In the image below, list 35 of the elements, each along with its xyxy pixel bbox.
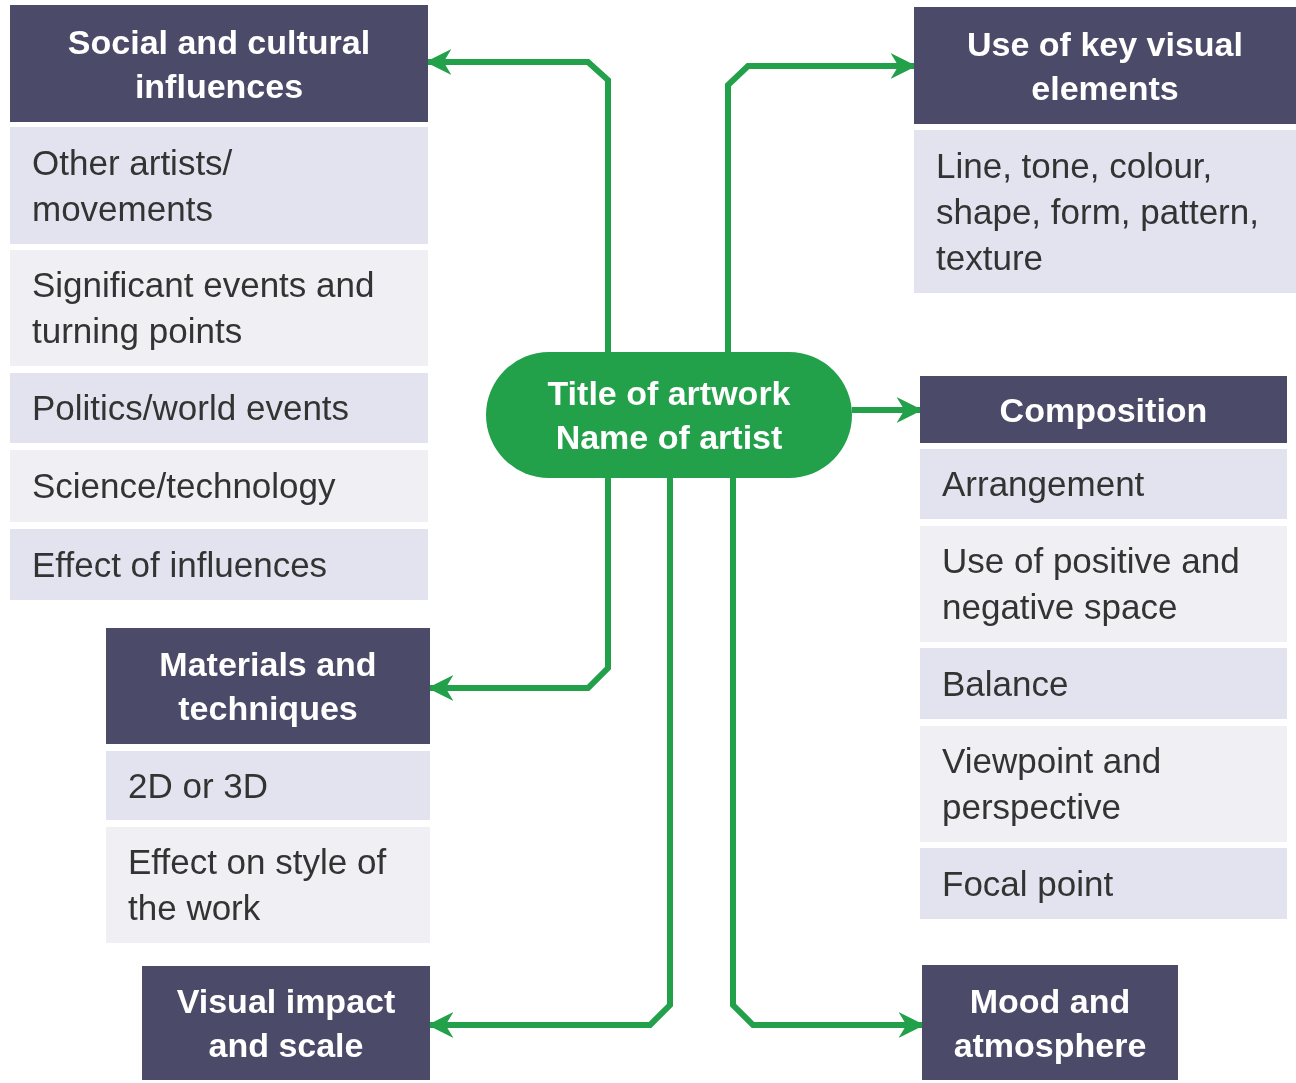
topic-box: [920, 848, 1287, 919]
topic-box: [10, 127, 428, 244]
topic-text: Balance: [942, 662, 1070, 705]
topic-text: 2D or 3D: [128, 764, 270, 807]
topic-text: Other artists/ movements: [32, 141, 234, 230]
topic-box: [920, 648, 1287, 719]
topic-box: [10, 373, 428, 443]
topic-text: Effect of influences: [32, 543, 329, 586]
topic-text: Use of positive and negative space: [942, 540, 1241, 628]
topic-text: Politics/world events: [32, 387, 351, 429]
heading-text: Use of key visual elements: [966, 23, 1244, 109]
heading-text: Social and cultural influences: [66, 21, 372, 107]
topic-text: Focal point: [942, 862, 1115, 905]
heading-box: [106, 628, 430, 744]
topic-text: Arrangement: [942, 463, 1146, 505]
heading-text: Visual impact and scale: [175, 981, 397, 1066]
heading-box: [920, 376, 1287, 443]
topic-text: Viewpoint and perspective: [942, 740, 1163, 828]
heading-box: [914, 7, 1296, 124]
title-text: Name of artist: [555, 417, 783, 458]
heading-box: [10, 5, 428, 122]
topic-box: [920, 449, 1287, 519]
topic-text: Line, tone, colour, shape, form, pattern, texture: [936, 144, 1260, 279]
topic-text: Effect on style of the work: [128, 841, 388, 929]
topic-box: [106, 751, 430, 820]
topic-box: [914, 130, 1296, 293]
heading-box: [922, 965, 1178, 1080]
heading-box: [142, 966, 430, 1080]
heading-text: Mood and atmosphere: [952, 980, 1148, 1066]
heading-text: Materials and techniques: [158, 644, 378, 729]
topic-text: Significant events and turning points: [32, 264, 376, 352]
heading-text: Composition: [999, 389, 1208, 431]
title-text: Title of artwork: [547, 373, 791, 414]
topic-text: Science/technology: [32, 465, 337, 507]
topic-box: [10, 529, 428, 600]
